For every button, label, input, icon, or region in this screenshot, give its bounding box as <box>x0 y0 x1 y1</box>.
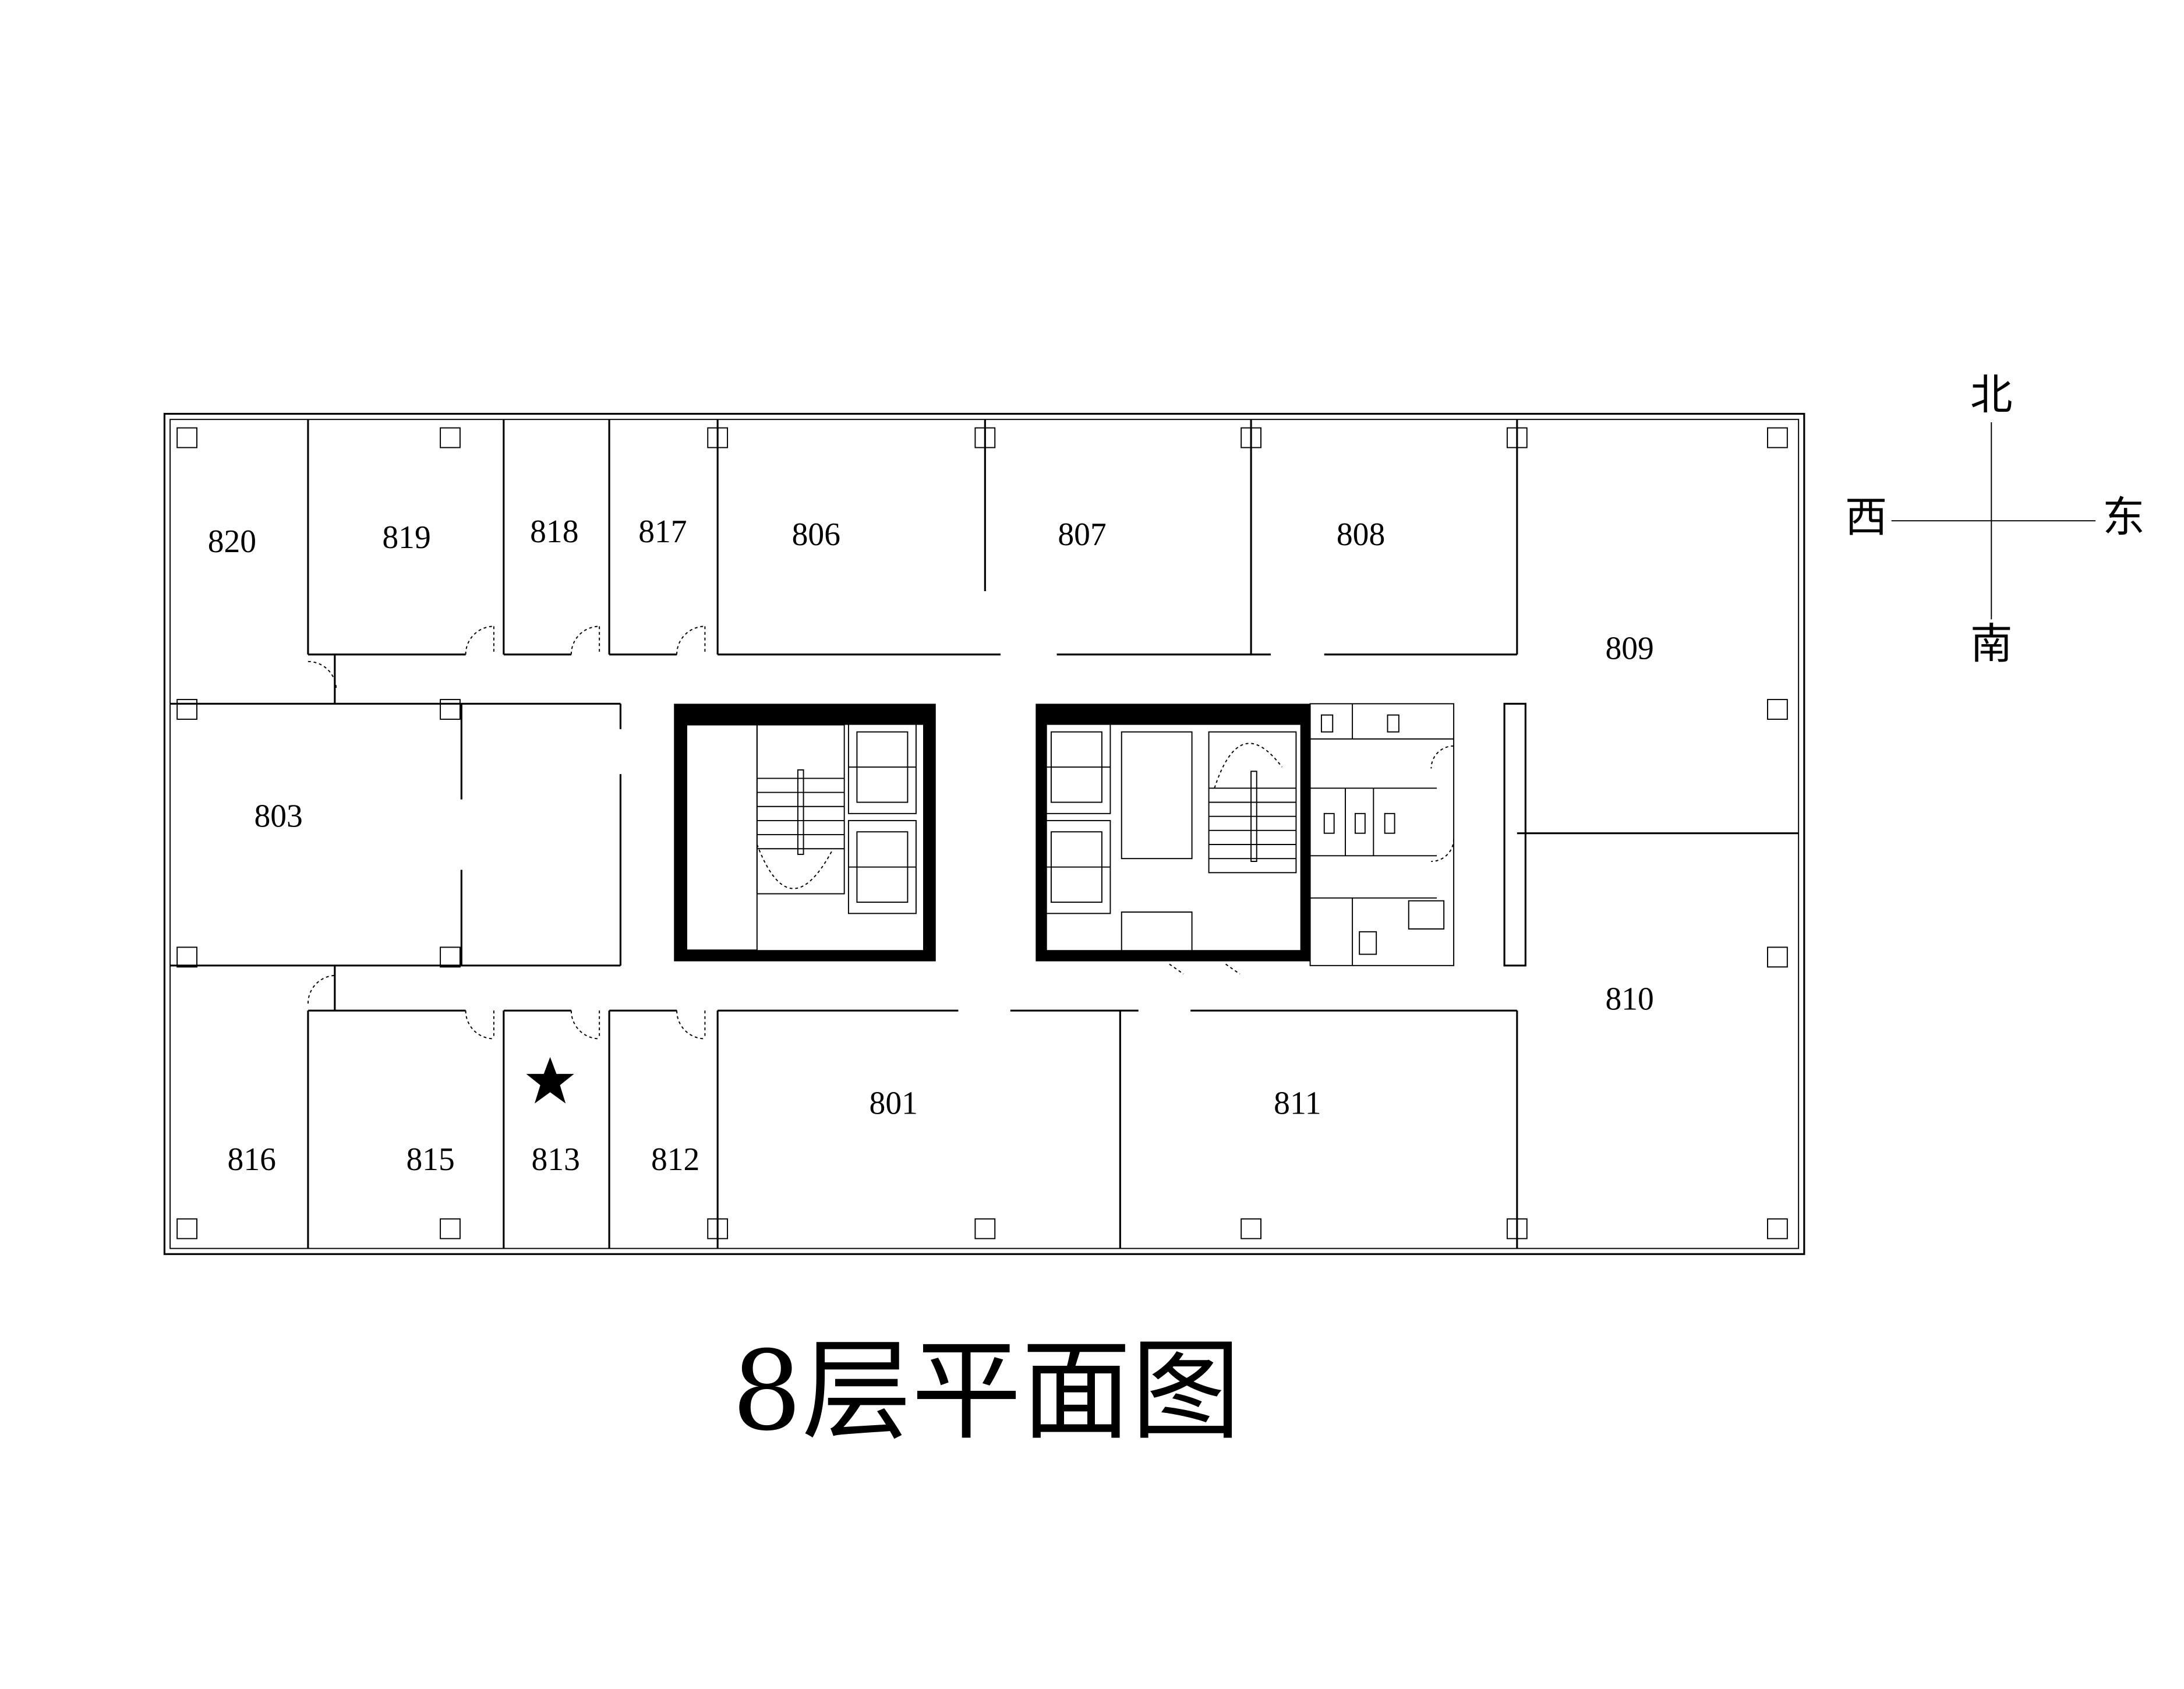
room-label-801: 801 <box>870 1085 918 1121</box>
compass-south: 南 <box>1970 620 2013 669</box>
room-label-811: 811 <box>1274 1085 1321 1121</box>
room-label-816: 816 <box>228 1142 276 1178</box>
core-right <box>1036 704 1310 975</box>
doors <box>307 626 706 1040</box>
room-label-808: 808 <box>1337 517 1385 553</box>
room-label-810: 810 <box>1605 981 1653 1017</box>
interior-walls <box>170 419 1799 1249</box>
room-labels: 820 819 818 817 806 807 808 809 803 810 … <box>208 514 1654 1178</box>
restrooms <box>1309 703 1455 966</box>
room-label-803: 803 <box>254 798 302 834</box>
room-label-807: 807 <box>1058 517 1106 553</box>
room-label-819: 819 <box>382 520 430 556</box>
compass-north: 北 <box>1970 371 2013 420</box>
compass-west: 西 <box>1845 493 1888 542</box>
room-label-809: 809 <box>1605 631 1653 667</box>
star-icon <box>526 1056 574 1104</box>
columns <box>176 427 1788 1239</box>
room-label-812: 812 <box>651 1142 699 1178</box>
room-label-818: 818 <box>530 514 578 550</box>
core-left <box>674 704 936 962</box>
compass-east: 东 <box>2102 493 2145 542</box>
room-label-806: 806 <box>792 517 840 553</box>
plan-title: 8层平面图 <box>732 1328 1241 1455</box>
room-label-815: 815 <box>406 1142 454 1178</box>
room-label-813: 813 <box>532 1142 580 1178</box>
compass: 北 西 东 南 <box>1845 371 2145 669</box>
room-label-817: 817 <box>638 514 687 550</box>
room-label-820: 820 <box>208 524 256 560</box>
